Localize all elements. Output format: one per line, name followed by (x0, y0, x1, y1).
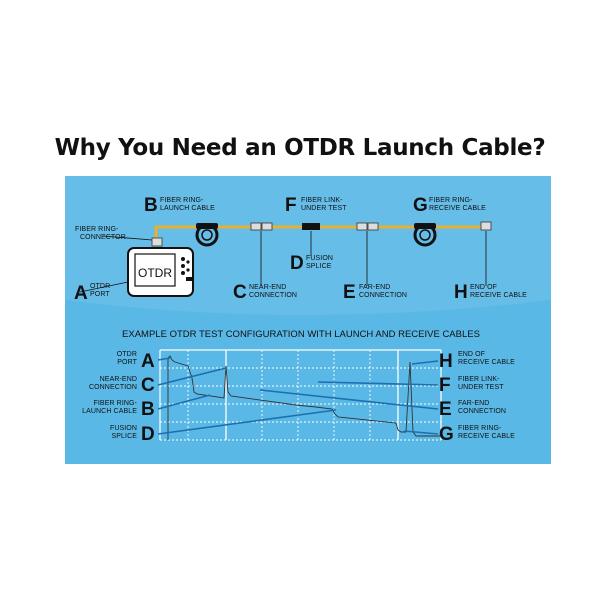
far-end-connector-right (367, 222, 379, 231)
left-c-line2: CONNECTION (89, 384, 137, 391)
left-legend-b: FIBER RING- LAUNCH CABLE B (82, 399, 155, 420)
letter-d: D (290, 253, 304, 274)
left-letter-a: A (141, 351, 155, 372)
letter-b: B (144, 195, 158, 216)
left-a-line1: OTDR (117, 351, 137, 358)
top-label-d: D FUSION SPLICE (290, 253, 333, 274)
label-h-line1: END OF (470, 284, 497, 291)
right-e-line2: CONNECTION (458, 408, 506, 415)
end-of-receive-cable-icon (480, 221, 492, 231)
left-c-line1: NEAR-END (100, 376, 137, 383)
otdr-trace-line (167, 355, 441, 440)
right-legend-g: G FIBER RING- RECEIVE CABLE (439, 424, 515, 445)
right-legend-e: E FAR-END CONNECTION (439, 399, 506, 420)
page-title: Why You Need an OTDR Launch Cable? (54, 135, 546, 161)
right-g-line1: FIBER RING- (458, 425, 502, 432)
label-connector-line1: FIBER RING- (75, 226, 119, 233)
right-letter-f: F (439, 375, 451, 396)
label-e-line1: FAR-END (359, 284, 390, 291)
top-label-b: B FIBER RING- LAUNCH CABLE (144, 195, 215, 216)
left-letter-d: D (141, 424, 155, 445)
left-legend-a: OTDR PORT A (117, 351, 155, 372)
top-label-h: H END OF RECEIVE CABLE (454, 282, 527, 303)
letter-f: F (285, 195, 297, 216)
right-legend-h: H END OF RECEIVE CABLE (439, 351, 515, 372)
top-label-f: F FIBER LINK- UNDER TEST (285, 195, 347, 216)
label-c-line2: CONNECTION (249, 292, 297, 299)
right-legend-f: F FIBER LINK- UNDER TEST (439, 375, 504, 396)
left-b-line2: LAUNCH CABLE (82, 408, 137, 415)
left-letter-b: B (141, 399, 155, 420)
right-h-line2: RECEIVE CABLE (458, 359, 515, 366)
left-legend-c: NEAR-END CONNECTION C (89, 375, 155, 396)
right-f-line1: FIBER LINK- (458, 376, 500, 383)
label-g-line2: RECEIVE CABLE (429, 205, 486, 212)
right-letter-h: H (439, 351, 453, 372)
left-d-line1: FUSION (110, 425, 137, 432)
label-a-line2: PORT (90, 291, 110, 298)
near-end-connector-left (250, 222, 262, 231)
otdr-device-icon (127, 237, 194, 297)
label-g-line1: FIBER RING- (429, 197, 473, 204)
trace-subtitle: EXAMPLE OTDR TEST CONFIGURATION WITH LAU… (122, 329, 480, 340)
label-c-line1: NEAR-END (249, 284, 286, 291)
label-b-line1: FIBER RING- (160, 197, 204, 204)
label-f-line2: UNDER TEST (301, 205, 347, 212)
otdr-device-label: OTDR (138, 266, 172, 280)
label-connector-line2: CONNECTOR (80, 234, 126, 241)
letter-h: H (454, 282, 468, 303)
label-f-line1: FIBER LINK- (301, 197, 343, 204)
right-letter-g: G (439, 424, 454, 445)
label-d-line2: SPLICE (306, 263, 332, 270)
letter-a: A (74, 283, 88, 304)
far-end-connector-left (356, 222, 368, 231)
left-a-line2: PORT (117, 359, 137, 366)
right-h-line1: END OF (458, 351, 485, 358)
letter-c: C (233, 282, 247, 303)
right-f-line2: UNDER TEST (458, 384, 504, 391)
label-e-line2: CONNECTION (359, 292, 407, 299)
letter-e: E (343, 282, 356, 303)
receive-fiber-ring-icon (413, 223, 437, 247)
right-letter-e: E (439, 399, 452, 420)
left-d-line2: SPLICE (112, 433, 138, 440)
label-a-line1: OTDR (90, 283, 110, 290)
top-label-e: E FAR-END CONNECTION (343, 282, 407, 303)
letter-g: G (413, 195, 428, 216)
right-e-line1: FAR-END (458, 400, 489, 407)
fusion-splice-icon (302, 223, 320, 230)
top-label-c: C NEAR-END CONNECTION (233, 282, 297, 303)
pointer-lines (157, 357, 439, 435)
top-label-g: G FIBER RING- RECEIVE CABLE (413, 195, 486, 216)
label-h-line2: RECEIVE CABLE (470, 292, 527, 299)
top-label-connector: FIBER RING- CONNECTOR (75, 226, 126, 241)
launch-fiber-ring-icon (195, 223, 219, 247)
left-b-line1: FIBER RING- (94, 400, 138, 407)
top-label-a: A OTDR PORT (74, 283, 110, 304)
label-leaders (79, 231, 487, 293)
left-letter-c: C (141, 375, 155, 396)
label-d-line1: FUSION (306, 255, 333, 262)
near-end-connector-right (261, 222, 273, 231)
left-legend-d: FUSION SPLICE D (110, 424, 155, 445)
label-b-line2: LAUNCH CABLE (160, 205, 215, 212)
right-g-line2: RECEIVE CABLE (458, 433, 515, 440)
